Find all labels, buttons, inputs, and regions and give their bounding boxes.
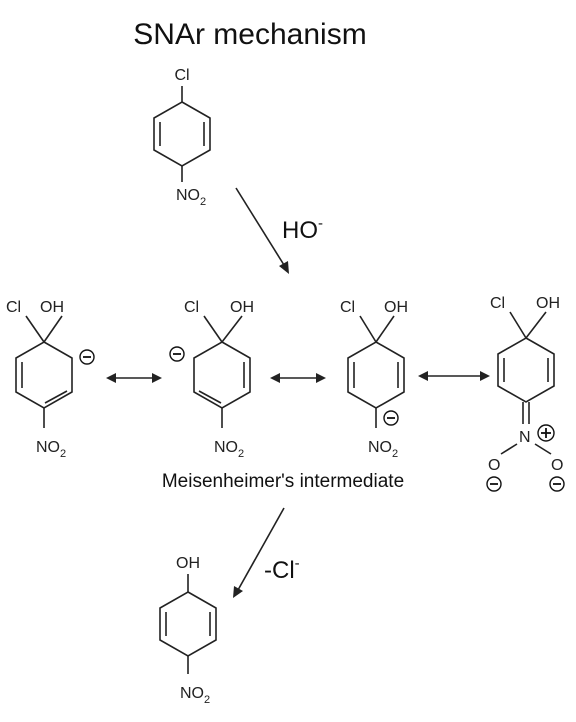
reactant-no2-label: NO2 <box>176 187 206 208</box>
rs2-cl-label: Cl <box>184 299 199 316</box>
rs1-no2-label: NO2 <box>36 439 66 460</box>
resonance-arrow-1 <box>106 373 162 383</box>
reactant-chloronitrobenzene: Cl NO2 <box>153 67 211 208</box>
product-oh-label: OH <box>176 555 200 572</box>
product-nitrophenol: OH NO2 <box>159 555 217 706</box>
rs1-negative-charge <box>79 349 95 365</box>
arrow-loss-of-chloride <box>233 507 285 598</box>
rs2-oh-label: OH <box>230 299 254 316</box>
reactant-cl-label: Cl <box>174 67 189 84</box>
rs4-o-right-negative-charge <box>549 476 565 492</box>
resonance-arrow-2 <box>270 373 326 383</box>
rs3-negative-charge <box>383 410 399 426</box>
rs1-cl-label: Cl <box>6 299 21 316</box>
resonance-structure-3: Cl OH NO2 <box>340 299 408 460</box>
rs4-o-left-negative-charge <box>486 476 502 492</box>
resonance-structure-4: Cl OH N O O <box>486 295 565 492</box>
rs4-o-right-label: O <box>551 457 563 474</box>
intermediate-caption: Meisenheimer's intermediate <box>162 471 404 492</box>
rs4-o-left-label: O <box>488 457 500 474</box>
rs3-no2-label: NO2 <box>368 439 398 460</box>
rs2-negative-charge <box>169 346 185 362</box>
scheme-title: SNAr mechanism <box>133 18 367 51</box>
rs3-cl-label: Cl <box>340 299 355 316</box>
rs4-oh-label: OH <box>536 295 560 312</box>
rs3-oh-label: OH <box>384 299 408 316</box>
rs4-positive-charge <box>537 424 555 442</box>
arrow-add-hydroxide <box>235 187 289 274</box>
rs4-n-label: N <box>519 429 531 446</box>
resonance-structure-2: Cl OH NO2 <box>169 299 254 460</box>
leaving-chloride-label: -Cl- <box>264 555 300 584</box>
resonance-structure-1: Cl OH NO2 <box>6 299 95 460</box>
resonance-arrow-3 <box>418 371 490 381</box>
rs2-no2-label: NO2 <box>214 439 244 460</box>
reagent-hydroxide-label: HO- <box>282 215 323 244</box>
rs4-cl-label: Cl <box>490 295 505 312</box>
rs1-oh-label: OH <box>40 299 64 316</box>
product-no2-label: NO2 <box>180 685 210 706</box>
